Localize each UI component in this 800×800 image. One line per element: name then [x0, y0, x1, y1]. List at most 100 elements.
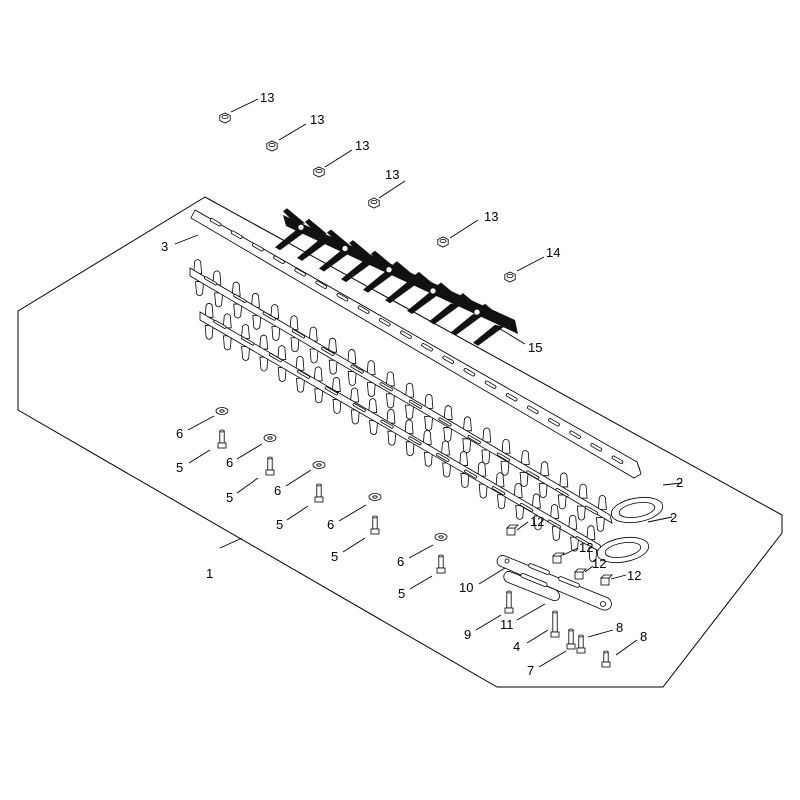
guard-finger-lower — [341, 261, 372, 283]
callout-13: 13 — [355, 138, 369, 153]
nut-hole — [315, 168, 323, 173]
screw-9-shank — [506, 591, 512, 609]
screw-9-tip — [506, 590, 512, 594]
blade-tooth — [443, 405, 453, 420]
guard-finger-lower — [275, 229, 306, 251]
callout-5: 5 — [226, 490, 233, 505]
blade-slot — [519, 502, 533, 512]
blade-tooth — [222, 313, 232, 329]
callout-5: 5 — [398, 586, 405, 601]
blade-slot — [584, 505, 598, 515]
blade-slot — [321, 346, 335, 356]
bar-slot — [230, 230, 243, 239]
guard-finger-upper — [349, 240, 371, 258]
callout-6: 6 — [274, 483, 281, 498]
blade-tooth — [289, 315, 299, 331]
nut-hole — [221, 115, 229, 120]
small-nut-top — [506, 524, 519, 529]
blade-tooth — [271, 326, 281, 341]
blade-tooth — [259, 334, 269, 350]
blade-tooth — [241, 324, 250, 339]
blade-tooth — [500, 460, 510, 476]
blade-tooth — [369, 420, 379, 436]
blade-tooth — [366, 382, 376, 398]
guard-finger-upper — [327, 229, 349, 247]
blade-tooth — [350, 387, 359, 403]
callout-13: 13 — [260, 90, 274, 105]
blade-tooth — [463, 416, 472, 432]
bar-slot — [421, 343, 433, 352]
bar-slot — [336, 293, 349, 302]
small-nut-top — [552, 552, 565, 557]
blade-tooth — [533, 515, 543, 531]
bolt-shank — [438, 555, 444, 569]
small-nuts — [506, 524, 613, 586]
blade-tooth — [204, 324, 214, 340]
blade-tooth — [478, 483, 488, 499]
blade-slot — [409, 399, 423, 409]
blade-tooth — [520, 450, 530, 465]
blade-slot — [379, 382, 393, 392]
blade-tooth — [277, 367, 287, 383]
guard-finger-lower — [363, 271, 394, 293]
screw-8-shank — [603, 651, 609, 663]
blade-tooth — [193, 259, 203, 275]
guard-finger-upper — [393, 261, 415, 279]
bar-slot — [569, 430, 581, 439]
nut-hole — [370, 199, 378, 204]
screw-8-tip — [578, 634, 584, 638]
blade-slot — [547, 519, 561, 529]
bolt-head — [370, 528, 380, 535]
blade-tooth — [222, 335, 232, 351]
blade-tooth — [270, 304, 280, 319]
base-plate-outline — [17, 196, 783, 688]
small-nut — [600, 577, 610, 586]
bolt-head — [314, 496, 324, 503]
washer-hole — [372, 495, 378, 499]
guard-finger-upper — [415, 271, 437, 289]
bar-slot — [294, 268, 306, 277]
blade-tooth — [540, 461, 549, 477]
connector-plate-10 — [496, 555, 612, 611]
blade-tooth — [290, 337, 300, 353]
blade-tooth — [404, 419, 414, 435]
blade-slot — [269, 353, 283, 363]
guard-hole — [473, 308, 481, 316]
blade-slot — [496, 452, 511, 462]
bar-slot — [548, 418, 560, 427]
blade-slot — [575, 536, 589, 546]
screw-4-tip — [552, 610, 558, 614]
callout-5: 5 — [331, 549, 338, 564]
blade-tooth — [386, 393, 395, 409]
screw-8-tip — [603, 650, 609, 654]
blade-tooth — [347, 371, 357, 386]
blade-tooth — [308, 326, 318, 342]
bar-slot — [209, 218, 222, 227]
callout-1: 1 — [206, 566, 213, 581]
bar-slot — [611, 455, 624, 464]
small-nut — [506, 527, 516, 536]
washer-hole — [438, 535, 444, 539]
blade-slot — [491, 486, 506, 496]
callout-15: 15 — [528, 340, 542, 355]
callout-labels: 1 2 2 3 4 5 5 5 5 5 6 6 6 6 6 7 8 8 9 10… — [161, 90, 683, 678]
screw-4-shank — [552, 611, 558, 633]
blade-tooth — [459, 451, 469, 466]
bar-slot — [273, 255, 285, 264]
bolt-shank — [267, 457, 273, 471]
guide-bar — [190, 209, 642, 479]
blade-tooth — [387, 430, 397, 446]
bar-slot — [505, 393, 518, 402]
bolt-tip — [267, 456, 273, 460]
bolt-head — [436, 567, 446, 574]
bolt-head — [265, 469, 275, 476]
screw-8-shank — [578, 635, 584, 649]
blade-slot — [241, 336, 255, 346]
screws — [504, 590, 611, 668]
guard-finger-upper — [283, 208, 305, 226]
callout-4: 4 — [513, 639, 520, 654]
blade-tooth — [538, 483, 548, 499]
blade-tooth — [212, 270, 222, 286]
blade-tooth — [328, 359, 338, 375]
guard-finger-upper — [459, 293, 481, 311]
